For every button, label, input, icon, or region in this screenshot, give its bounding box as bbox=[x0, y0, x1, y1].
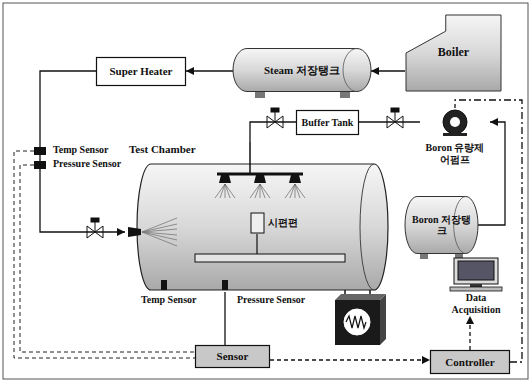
pipe-connector bbox=[469, 316, 470, 350]
pipe-connector bbox=[478, 122, 505, 225]
data-acquisition: Data Acquisition bbox=[440, 256, 512, 316]
pipe-connector bbox=[40, 71, 125, 232]
node-text: Boron 저장탱크 bbox=[409, 214, 474, 237]
buffer-tank: Buffer Tank bbox=[296, 110, 359, 135]
valve-symbol bbox=[267, 108, 283, 128]
controller-box: Controller bbox=[430, 350, 510, 374]
valve-symbol bbox=[387, 108, 403, 128]
sensor-label: Pressure Sensor bbox=[236, 294, 306, 305]
specimen: 시편편 bbox=[250, 212, 312, 234]
pipe-connector bbox=[270, 359, 430, 360]
node-text: Sensor bbox=[217, 350, 249, 363]
node-text: Buffer Tank bbox=[302, 117, 354, 129]
pipe-connector bbox=[359, 121, 420, 122]
pipe-connector bbox=[250, 122, 296, 142]
steam-tank: Steam 저장탱크 bbox=[233, 48, 371, 92]
pipe-connector bbox=[186, 70, 233, 71]
sensor-box: Sensor bbox=[195, 345, 270, 368]
sensor-label: Temp Sensor bbox=[140, 294, 197, 305]
pipe-connector bbox=[224, 292, 225, 345]
heat-exchanger bbox=[335, 290, 386, 345]
boiler: Boiler bbox=[405, 14, 502, 92]
heater-box: Super Heater bbox=[96, 57, 186, 86]
pump: Boron 유량제어펌프 bbox=[420, 108, 490, 166]
valve-symbol bbox=[87, 218, 103, 238]
node-text: Controller bbox=[445, 356, 494, 369]
node-text: Boiler bbox=[438, 46, 469, 60]
node-text: Steam 저장탱크 bbox=[264, 64, 340, 77]
test-chamber: Test Chamber 시편편 bbox=[125, 142, 400, 292]
pipe-connector bbox=[371, 70, 405, 71]
node-text: Boron 유량제어펌프 bbox=[421, 142, 489, 165]
node-text: 시편편 bbox=[268, 217, 298, 229]
node-text: Data Acquisition bbox=[441, 292, 511, 315]
sensor-label: Pressure Sensor bbox=[52, 158, 122, 169]
node-text: Test Chamber bbox=[129, 143, 196, 156]
frame bbox=[3, 3, 528, 379]
boron-tank: Boron 저장탱크 bbox=[405, 196, 478, 254]
sensor-label: Temp Sensor bbox=[52, 144, 109, 155]
node-text: Super Heater bbox=[109, 65, 172, 78]
